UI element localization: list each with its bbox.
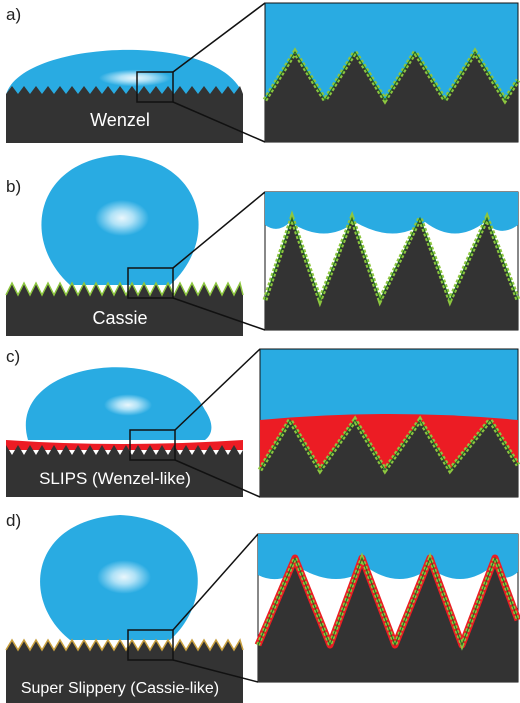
droplet-highlight-c [88,387,168,423]
panel-a: a) Wenzel [6,2,520,143]
substrate-a [6,86,243,143]
zoom-panel-a [262,2,520,143]
caption-a: Wenzel [90,110,150,130]
droplet-highlight-a [75,64,195,92]
zoom-box-b [127,267,174,299]
zoom-water-b [265,192,518,234]
zoom-line-c-bottom [174,459,261,498]
substrate-b [6,283,243,336]
zoom-water-d [258,534,518,580]
zoom-line-a-bottom [172,101,266,143]
zoom-box-d [127,629,174,661]
zoom-line-d-top [172,533,259,631]
panel-c: c) SLIPS (Wenzel-like) [6,347,520,498]
panel-label-c: c) [6,347,20,366]
droplet-highlight-b [77,188,167,248]
substrate-c [6,445,243,497]
zoom-panel-d [254,533,520,683]
zoom-spikes-d [258,558,518,682]
zoom-line-c-top [174,348,261,431]
zoom-box-a [136,71,174,103]
panel-label-b: b) [6,177,21,196]
panel-b: b) Cassie [5,155,520,336]
zoom-spikes-c [260,420,518,497]
panel-label-d: d) [6,511,21,530]
droplet-highlight-d [79,549,169,605]
substrate-d [6,640,243,703]
zoom-line-b-bottom [172,297,266,331]
zoom-panel-c [257,348,520,498]
caption-b: Cassie [92,308,147,328]
zoom-line-b-top [172,191,266,269]
caption-d: Super Slippery (Cassie-like) [21,680,219,697]
zoom-spikes-b [265,218,518,330]
panel-d: d) Super Slippery (Cassie-like) [5,511,520,703]
zoom-line-d-bottom [172,659,259,683]
zoom-line-a-top [172,2,266,73]
zoom-panel-b [262,191,520,331]
zoom-spikes-a [265,52,518,142]
panel-label-a: a) [6,5,21,24]
zoom-box-c [129,429,176,461]
caption-c: SLIPS (Wenzel-like) [39,469,191,488]
